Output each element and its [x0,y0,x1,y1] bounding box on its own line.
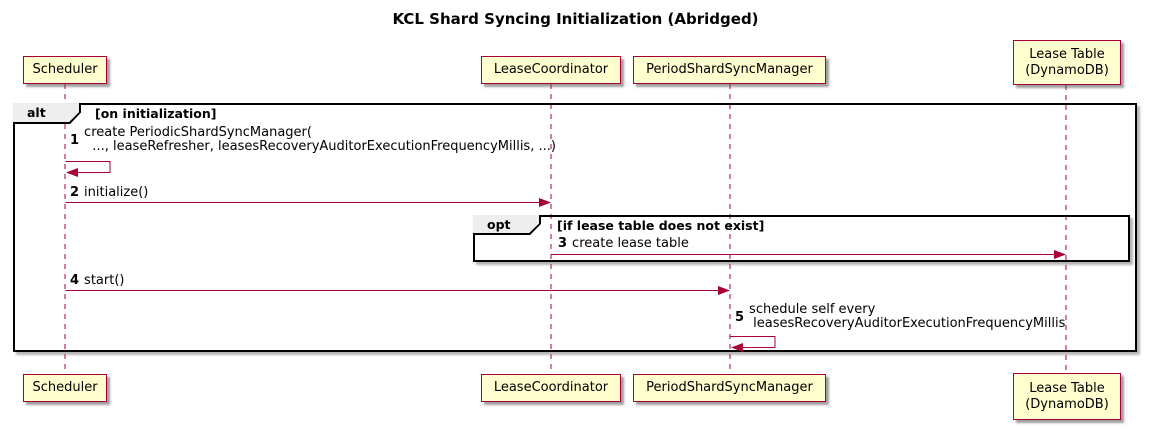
message-5-number: 5 [735,309,745,325]
message-3-number: 3 [558,236,568,251]
opt-frame [473,215,1130,262]
message-3-text: create lease table [572,235,689,251]
message-5: 5 schedule self every leasesRecoveryAudi… [735,303,1065,331]
participant-bottom-leasetable: Lease Table (DynamoDB) [1013,373,1121,420]
message-5-text: schedule self every leasesRecoveryAudito… [749,302,1066,331]
participant-top-scheduler: Scheduler [23,56,107,84]
participant-top-leasetable: Lease Table (DynamoDB) [1013,40,1121,85]
opt-operator-pentagon: opt [473,215,541,235]
message-1-text: create PeriodicShardSyncManager( ..., le… [84,125,556,154]
alt-guard: [on initialization] [95,106,217,121]
message-4: 4 start() [70,273,124,288]
message-1: 1 create PeriodicShardSyncManager( ..., … [70,126,556,154]
diagram-title: KCL Shard Syncing Initialization (Abridg… [392,10,759,28]
participant-bottom-periodshardsyncmanager: PeriodShardSyncManager [633,374,826,402]
participant-bottom-leasecoordinator: LeaseCoordinator [481,374,621,402]
opt-operator-label: opt [473,215,540,234]
message-1-number: 1 [70,132,80,148]
message-4-number: 4 [70,273,80,288]
alt-operator-label: alt [13,103,80,123]
opt-guard: [if lease table does not exist] [557,218,765,233]
participant-top-periodshardsyncmanager: PeriodShardSyncManager [633,56,826,84]
participant-top-leasecoordinator: LeaseCoordinator [481,56,621,84]
message-2-text: initialize() [84,184,149,200]
message-2-number: 2 [70,185,80,200]
alt-operator-pentagon: alt [13,103,81,124]
message-2: 2 initialize() [70,185,148,200]
message-4-text: start() [84,272,125,288]
alt-frame [13,103,1137,352]
participant-bottom-scheduler: Scheduler [23,374,107,402]
message-3: 3 create lease table [558,236,689,251]
